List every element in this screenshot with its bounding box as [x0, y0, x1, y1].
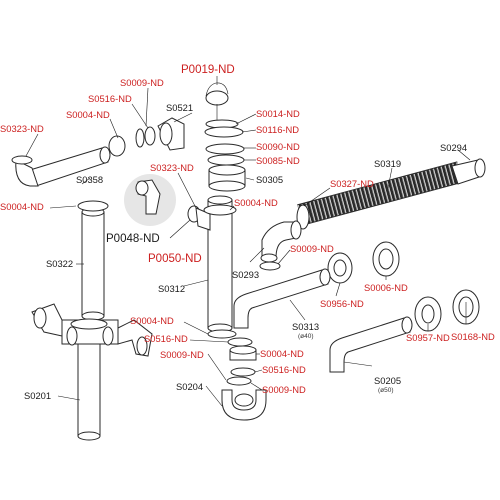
label-s0319: S0319 — [374, 158, 401, 169]
label-s0322: S0322 — [46, 258, 73, 269]
ring-s0009-b-part — [259, 261, 281, 271]
label-p0050: P0050-ND — [148, 253, 202, 265]
label-s0305: S0305 — [256, 174, 283, 185]
stopper-plug-part — [205, 82, 229, 122]
ring-s0004-part — [108, 135, 126, 157]
label-s0516-a: S0516-ND — [88, 93, 132, 104]
ring-s0516-c-part — [230, 367, 256, 377]
label-s0313-sub: (ø40) — [298, 333, 314, 340]
label-p0048: P0048-ND — [106, 233, 160, 245]
label-s0004-a: S0004-ND — [66, 109, 110, 120]
flexible-hose-part — [297, 161, 463, 226]
ring-s0004-d-part — [207, 329, 237, 339]
drain-ring-part — [204, 126, 244, 138]
offset-pipe-part — [233, 268, 331, 329]
gasket-2-part — [207, 154, 245, 166]
gasket-part — [205, 143, 245, 155]
label-s0009-d: S0009-ND — [262, 384, 306, 395]
label-s0204: S0204 — [176, 381, 203, 392]
label-s0009-c: S0009-ND — [160, 349, 204, 360]
label-s0090: S0090-ND — [256, 141, 300, 152]
washer-2-part — [414, 296, 442, 332]
leader-lines — [25, 76, 471, 407]
label-s0516-c: S0516-ND — [262, 364, 306, 375]
label-s0294: S0294 — [440, 142, 467, 153]
washer-part — [327, 252, 353, 284]
strainer-body-part — [208, 164, 246, 192]
label-s0014: S0014-ND — [256, 108, 300, 119]
ring-s0009-c-part — [226, 376, 252, 386]
label-s0323-b: S0323-ND — [150, 162, 194, 173]
elbow-fitting-part — [157, 117, 185, 151]
ring-s0516-part — [144, 126, 156, 146]
nut-part — [229, 345, 257, 361]
double-tee-pipe-part — [31, 303, 153, 441]
label-s0004-d: S0004-ND — [130, 315, 174, 326]
cap-part — [372, 241, 400, 277]
u-trap-part — [221, 389, 267, 421]
label-s0293: S0293 — [232, 269, 259, 280]
label-s0312: S0312 — [158, 283, 185, 294]
main-vertical-pipe-part — [195, 195, 237, 333]
label-s0516-b: S0516-ND — [144, 333, 188, 344]
label-s0313: S0313 — [292, 321, 319, 332]
label-s0323-a: S0323-ND — [0, 123, 44, 134]
label-s0085: S0085-ND — [256, 155, 300, 166]
label-s0004-e: S0004-ND — [260, 348, 304, 359]
label-s0205-sub: (ø50) — [378, 387, 394, 394]
label-s0956: S0956-ND — [320, 298, 364, 309]
label-s0004-b: S0004-ND — [0, 201, 44, 212]
label-s0327: S0327-ND — [330, 178, 374, 189]
label-p0019: P0019-ND — [181, 64, 235, 76]
hose-elbow-part — [260, 220, 302, 263]
label-s0358: S0358 — [76, 174, 103, 185]
label-s0168: S0168-ND — [451, 331, 495, 342]
label-s0201: S0201 — [24, 390, 51, 401]
vertical-pipe-part — [77, 200, 109, 321]
horizontal-pipe-part — [11, 146, 111, 187]
label-s0009-b: S0009-ND — [290, 243, 334, 254]
hose-end-fitting-part — [451, 158, 486, 185]
clamp-ring-part — [296, 204, 310, 230]
label-s0009-a: S0009-ND — [120, 77, 164, 88]
ring-s0009-part — [135, 128, 145, 148]
label-s0004-c: S0004-ND — [234, 197, 278, 208]
label-s0205: S0205 — [374, 375, 401, 386]
ring-s0516-b-part — [227, 337, 253, 347]
labels: P0019-ND S0009-ND S0516-ND S0521 S0004-N… — [0, 64, 495, 401]
offset-pipe-2-part — [329, 316, 413, 373]
label-s0521: S0521 — [166, 102, 193, 113]
label-s0006: S0006-ND — [364, 282, 408, 293]
inset-fitting-part — [124, 174, 176, 226]
label-s0957: S0957-ND — [406, 332, 450, 343]
label-s0116: S0116-ND — [256, 124, 299, 135]
